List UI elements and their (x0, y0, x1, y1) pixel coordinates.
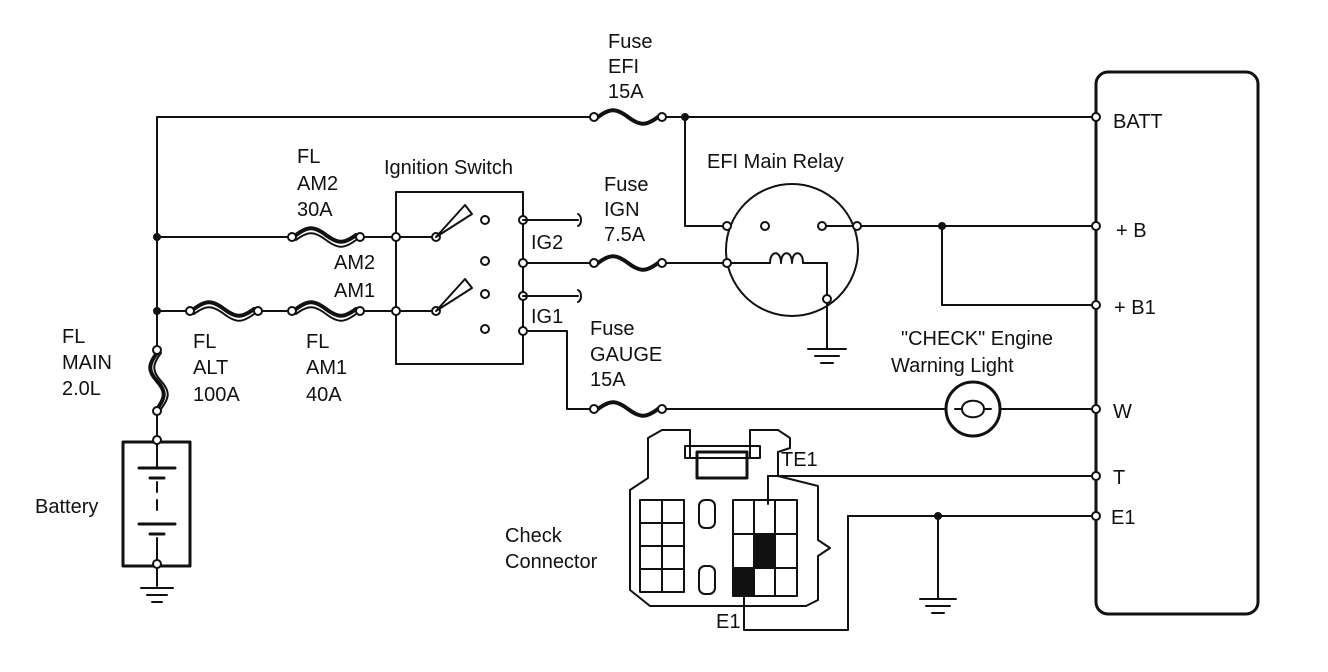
svg-text:MAIN: MAIN (62, 352, 112, 374)
ground-relay-icon (807, 348, 847, 364)
battery-symbol (121, 435, 192, 569)
svg-text:30A: 30A (297, 199, 333, 221)
battery-label: Battery (35, 496, 98, 518)
te1-label: TE1 (781, 449, 818, 471)
svg-text:Fuse: Fuse (608, 31, 652, 53)
fusible-link-am2 (287, 226, 365, 248)
svg-text:EFI: EFI (608, 56, 639, 78)
svg-text:100A: 100A (193, 384, 240, 406)
efi-main-relay-label: EFI Main Relay (707, 151, 844, 173)
fl-main-label: FL MAIN 2.0L (62, 326, 112, 400)
svg-text:FL: FL (62, 326, 85, 348)
ecu-terminal-b: + B (1116, 220, 1147, 242)
fusible-link-am1 (287, 300, 365, 322)
svg-text:15A: 15A (590, 369, 626, 391)
svg-text:AM2: AM2 (297, 173, 338, 195)
ig2-label: IG2 (531, 232, 563, 254)
svg-text:2.0L: 2.0L (62, 378, 101, 400)
ecu-terminal-t: T (1113, 467, 1125, 489)
svg-text:FL: FL (193, 331, 216, 353)
ecu-box (1091, 70, 1260, 616)
connector-e1-label: E1 (716, 611, 740, 633)
ignition-switch (391, 191, 582, 365)
fuse-ign-label: Fuse IGN 7.5A (604, 174, 648, 246)
svg-text:Fuse: Fuse (590, 318, 634, 340)
fuse-gauge-label: Fuse GAUGE 15A (590, 318, 662, 391)
warning-light-label-line1: "CHECK" Engine (901, 328, 1053, 350)
fl-am2-label: FL AM2 30A (297, 146, 338, 221)
svg-text:IGN: IGN (604, 199, 640, 221)
ecu-terminal-b1: + B1 (1114, 297, 1156, 319)
wires (156, 116, 1097, 631)
am2-label: AM2 (334, 252, 375, 274)
ecu-terminal-e1: E1 (1111, 507, 1135, 529)
ecu-terminal-batt: BATT (1113, 111, 1163, 133)
am1-label: AM1 (334, 280, 375, 302)
check-engine-lamp-icon (944, 380, 1002, 438)
warning-light-label-line2: Warning Light (891, 355, 1014, 377)
svg-text:FL: FL (306, 331, 329, 353)
check-connector-label-line2: Connector (505, 551, 598, 573)
svg-text:FL: FL (297, 146, 320, 168)
fusible-link-main (148, 345, 169, 416)
svg-text:15A: 15A (608, 81, 644, 103)
svg-text:AM1: AM1 (306, 357, 347, 379)
efi-main-relay (722, 183, 862, 317)
fusible-link-alt (185, 300, 263, 322)
ecu-terminal-w: W (1113, 401, 1132, 423)
ignition-switch-label: Ignition Switch (384, 157, 513, 179)
ground-e1-icon (919, 598, 957, 614)
svg-text:ALT: ALT (193, 357, 228, 379)
check-connector-label-line1: Check (505, 525, 563, 547)
check-connector (629, 429, 831, 607)
svg-text:7.5A: 7.5A (604, 224, 646, 246)
ground-battery-icon (140, 587, 174, 603)
fl-alt-label: FL ALT 100A (193, 331, 240, 406)
fuse-gauge (589, 400, 667, 418)
svg-text:40A: 40A (306, 384, 342, 406)
svg-text:Fuse: Fuse (604, 174, 648, 196)
fuse-efi-label: Fuse EFI 15A (608, 31, 652, 103)
fuse-efi (589, 108, 667, 126)
ig1-label: IG1 (531, 306, 563, 328)
fl-am1-label: FL AM1 40A (306, 331, 347, 406)
junctions (153, 113, 946, 520)
svg-text:GAUGE: GAUGE (590, 344, 662, 366)
fuse-ign (589, 254, 667, 272)
